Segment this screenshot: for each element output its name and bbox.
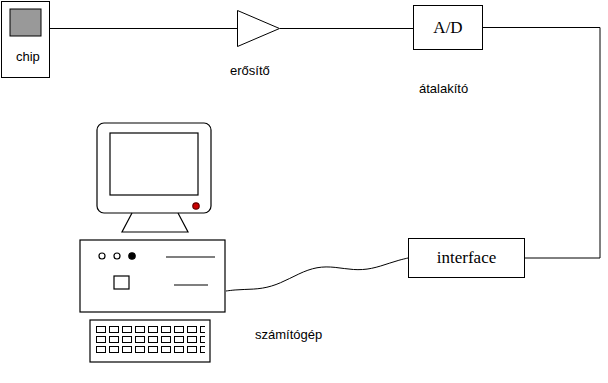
drive-slot	[174, 284, 208, 285]
amplifier-triangle	[238, 11, 280, 47]
amplifier-label: erősítő	[230, 63, 270, 78]
converter-label: átalakító	[419, 81, 468, 96]
interface-box: interface	[408, 238, 525, 278]
signal-wire	[50, 28, 237, 29]
case-switch	[114, 276, 129, 289]
amplifier-outline	[237, 10, 280, 47]
interface-label: interface	[437, 248, 496, 268]
chip-die	[10, 9, 41, 36]
keyboard-keys	[95, 325, 205, 356]
computer-label: számítógép	[255, 327, 322, 342]
amplifier-symbol: erősítő	[237, 10, 280, 47]
monitor-screen	[110, 133, 198, 195]
converter-name: A/D	[433, 18, 462, 38]
monitor-case	[97, 123, 211, 213]
case-button	[114, 253, 120, 259]
signal-wire	[280, 28, 413, 29]
signal-wire	[483, 28, 600, 259]
drive-slot	[166, 256, 215, 257]
case-button	[99, 253, 105, 259]
chip-label: chip	[16, 49, 40, 64]
computer-case	[80, 240, 225, 312]
converter-box: A/Dátalakító	[413, 5, 483, 50]
power-led	[193, 203, 199, 209]
case-button	[129, 253, 135, 259]
computer-node: számítógép	[80, 123, 226, 363]
connector-layer	[50, 28, 600, 292]
computer-illustration	[80, 123, 225, 362]
cable	[226, 258, 408, 291]
monitor-stand	[122, 213, 188, 232]
chip-box: chip	[1, 1, 50, 78]
keyboard	[90, 320, 210, 362]
